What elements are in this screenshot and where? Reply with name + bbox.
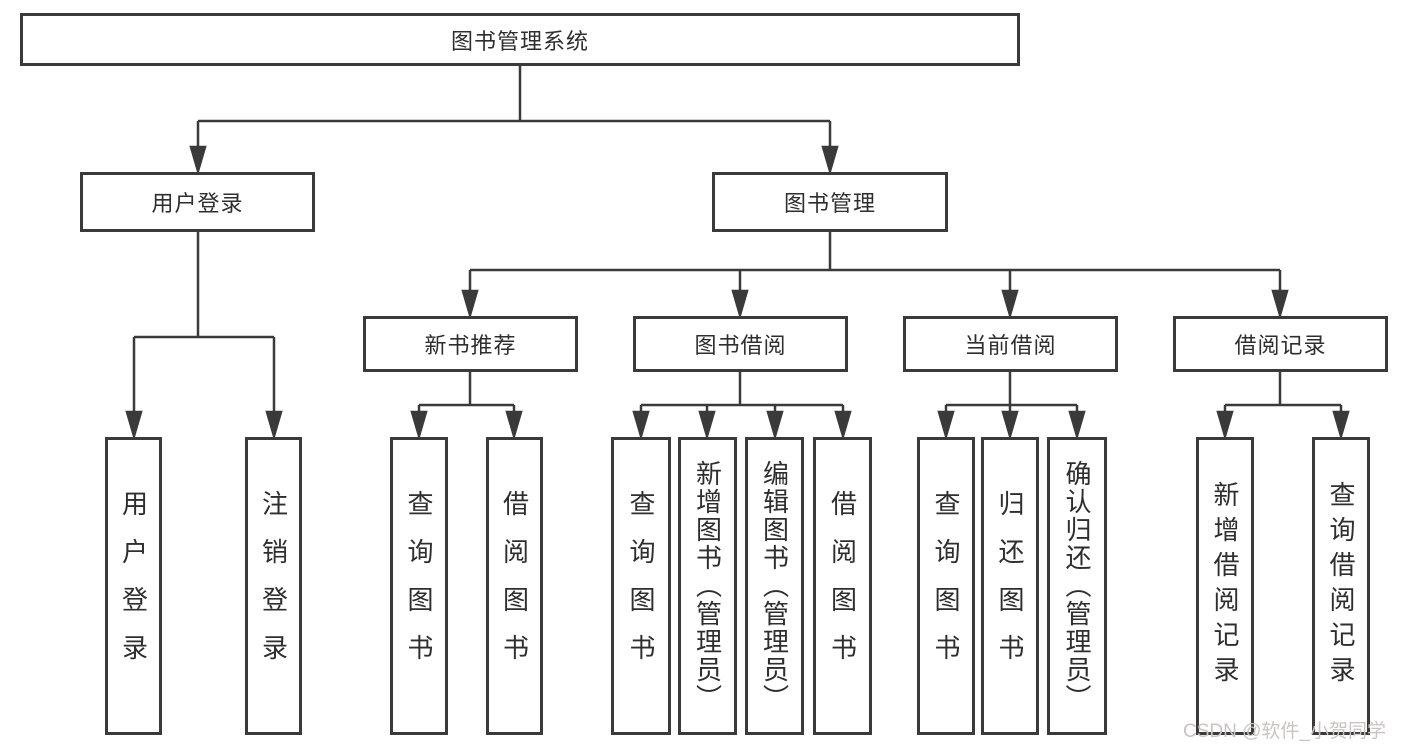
leaf-borrow-borrow-books: 借阅图书 <box>813 437 872 735</box>
node-book-management-label: 图书管理 <box>783 191 876 216</box>
leaf-records-add-record: 新增借阅记录 <box>1196 437 1254 735</box>
node-book-borrow: 图书借阅 <box>633 316 848 372</box>
node-borrow-records-label: 借阅记录 <box>1234 333 1327 358</box>
node-new-book-recommend: 新书推荐 <box>363 316 578 372</box>
node-borrow-records: 借阅记录 <box>1173 316 1388 372</box>
leaf-records-query-record-label: 查询借阅记录 <box>1326 481 1356 691</box>
node-new-book-recommend-label: 新书推荐 <box>424 333 517 358</box>
leaf-logout: 注销登录 <box>245 437 302 735</box>
leaf-logout-label: 注销登录 <box>258 490 289 682</box>
node-current-borrow-label: 当前借阅 <box>964 333 1057 358</box>
leaf-current-confirm-return-admin-label: 确认归还（管理员） <box>1062 460 1092 712</box>
leaf-current-return-books-label: 归还图书 <box>995 490 1025 682</box>
leaf-user-login-label: 用户登录 <box>118 490 149 682</box>
leaf-user-login: 用户登录 <box>105 437 162 735</box>
leaf-recommend-borrow-books: 借阅图书 <box>486 437 543 735</box>
leaf-records-add-record-label: 新增借阅记录 <box>1210 481 1240 691</box>
leaf-current-confirm-return-admin: 确认归还（管理员） <box>1047 437 1107 735</box>
node-user-login-label: 用户登录 <box>151 191 244 216</box>
leaf-borrow-query-books: 查询图书 <box>611 437 671 735</box>
node-root-label: 图书管理系统 <box>450 28 589 54</box>
leaf-borrow-add-books-admin: 新增图书（管理员） <box>678 437 737 735</box>
csdn-watermark: CSDN @软件_小贺同学 <box>1183 721 1386 742</box>
node-current-borrow: 当前借阅 <box>903 316 1118 372</box>
leaf-borrow-add-books-admin-label: 新增图书（管理员） <box>692 460 723 712</box>
node-book-management: 图书管理 <box>712 172 948 232</box>
leaf-current-return-books: 归还图书 <box>981 437 1039 735</box>
node-book-borrow-label: 图书借阅 <box>694 333 787 358</box>
leaf-borrow-borrow-books-label: 借阅图书 <box>827 490 858 682</box>
leaf-recommend-query-books: 查询图书 <box>390 437 448 735</box>
leaf-borrow-query-books-label: 查询图书 <box>626 490 656 682</box>
leaf-borrow-edit-books-admin-label: 编辑图书（管理员） <box>759 460 790 712</box>
node-root: 图书管理系统 <box>20 13 1020 66</box>
leaf-current-query-books-label: 查询图书 <box>931 490 961 682</box>
leaf-records-query-record: 查询借阅记录 <box>1312 437 1370 735</box>
node-user-login: 用户登录 <box>80 172 315 232</box>
leaf-current-query-books: 查询图书 <box>917 437 975 735</box>
leaf-recommend-borrow-books-label: 借阅图书 <box>499 490 530 682</box>
leaf-recommend-query-books-label: 查询图书 <box>404 490 434 682</box>
leaf-borrow-edit-books-admin: 编辑图书（管理员） <box>745 437 804 735</box>
